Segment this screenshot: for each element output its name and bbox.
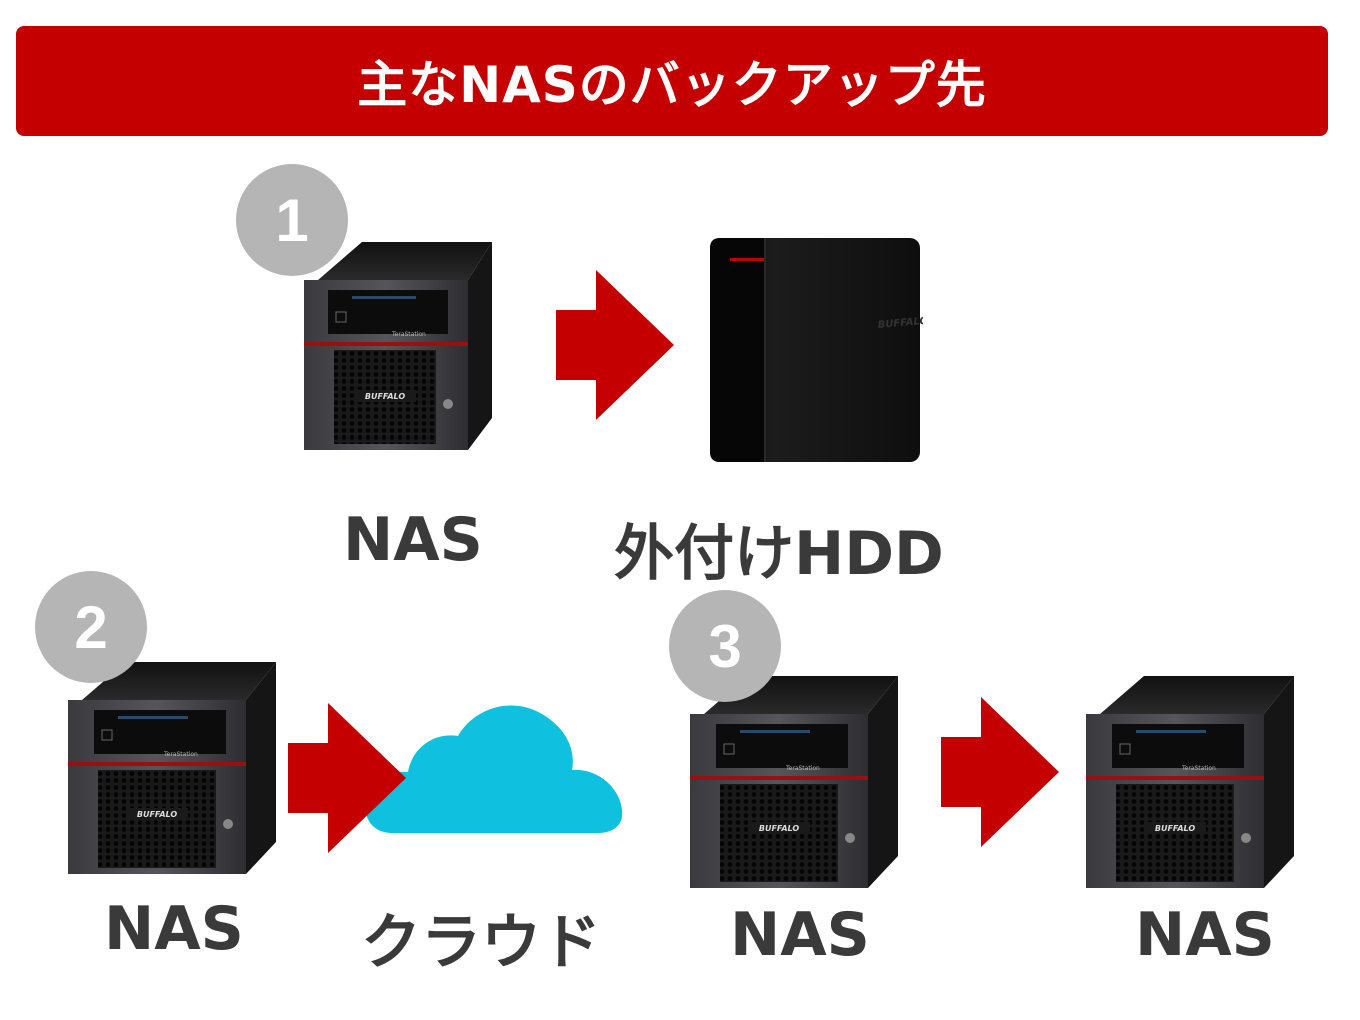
step-3-destination-brand-label: BUFFALO bbox=[1155, 824, 1195, 833]
step-2-source-nas-device: TeraStation BUFFALO bbox=[68, 662, 276, 874]
step-2-source-label: NAS bbox=[104, 894, 244, 964]
step-2-destination-label: クラウド bbox=[361, 908, 601, 978]
step-2-arrow bbox=[288, 703, 406, 853]
step-2-cloud-icon bbox=[365, 705, 623, 833]
step-3-source-nas-device: TeraStation BUFFALO bbox=[690, 676, 898, 888]
step-3-source-brand-label: BUFFALO bbox=[759, 824, 799, 833]
step-3-arrow bbox=[941, 697, 1059, 847]
step-1-hdd-brand-label: BUFFALO bbox=[877, 316, 923, 331]
page-title: 主なNASのバックアップ先 bbox=[357, 56, 987, 114]
step-1-source-brand-label: BUFFALO bbox=[365, 392, 405, 401]
step-3-source-model-label: TeraStation bbox=[785, 765, 820, 772]
step-3-destination-nas-device: TeraStation BUFFALO bbox=[1086, 676, 1294, 888]
step-1-arrow bbox=[556, 270, 674, 420]
step-2-badge: 2 bbox=[35, 571, 147, 683]
step-3-destination-model-label: TeraStation bbox=[1181, 765, 1216, 772]
step-1-destination-label: 外付けHDD bbox=[614, 519, 944, 589]
step-3-destination-label: NAS bbox=[1135, 900, 1275, 970]
step-1-source-label: NAS bbox=[343, 505, 483, 575]
step-3-badge: 3 bbox=[669, 590, 781, 702]
step-1-source-model-label: TeraStation bbox=[391, 331, 426, 338]
step-2-source-model-label: TeraStation bbox=[163, 751, 198, 758]
step-1-badge: 1 bbox=[236, 164, 348, 276]
step-3-source-label: NAS bbox=[730, 900, 870, 970]
step-2-source-brand-label: BUFFALO bbox=[137, 810, 177, 819]
step-1-source-nas-device: TeraStation BUFFALO bbox=[304, 242, 492, 450]
step-1-external-hdd-device: BUFFALO bbox=[710, 238, 923, 462]
title-banner: 主なNASのバックアップ先 bbox=[16, 26, 1328, 136]
